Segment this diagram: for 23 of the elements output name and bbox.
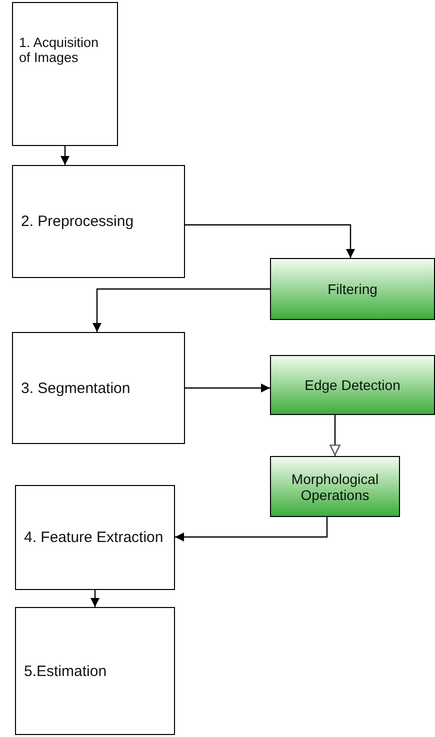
arrow — [90, 590, 100, 607]
substep-box — [270, 258, 435, 320]
arrow — [185, 384, 270, 392]
step-label: 1. Acquisition of Images — [19, 35, 100, 65]
step-label: Filtering — [328, 281, 378, 297]
step-label: 3. Segmentation — [21, 380, 130, 396]
step-label: 4. Feature Extraction — [24, 529, 164, 546]
step-label: Morphological Operations — [290, 470, 380, 502]
process-box — [12, 165, 185, 278]
process-box — [12, 2, 118, 146]
process-box — [15, 485, 175, 590]
arrow — [60, 146, 70, 165]
arrow — [185, 224, 355, 258]
step-label: Edge Detection — [304, 377, 400, 393]
process-box — [12, 332, 185, 444]
process-box — [15, 607, 175, 735]
step-label: 2. Preprocessing — [21, 213, 134, 230]
substep-box — [270, 355, 435, 415]
substep-box — [270, 456, 400, 517]
step-label: 5.Estimation — [24, 662, 107, 680]
arrow — [330, 415, 340, 456]
arrow — [92, 288, 270, 332]
arrow — [175, 517, 328, 542]
